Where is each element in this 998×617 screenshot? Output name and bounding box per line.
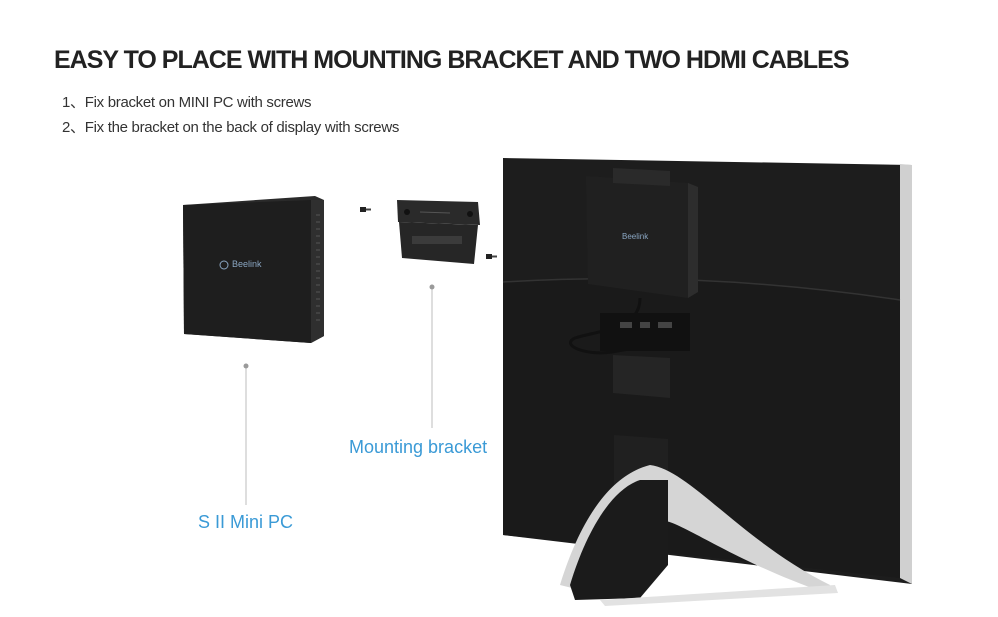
mounting-bracket-image (397, 200, 480, 264)
monitor-stand-image (560, 465, 838, 606)
step-2-text: 2、Fix the bracket on the back of display… (62, 119, 400, 136)
mini-pc-image: Beelink (183, 196, 324, 343)
screw-icon (360, 207, 371, 212)
mini-pc-label: S II Mini PC (198, 512, 294, 532)
page-heading: EASY TO PLACE WITH MOUNTING BRACKET AND … (54, 46, 850, 74)
screw-icon (486, 254, 497, 259)
mounting-bracket-label: Mounting bracket (349, 437, 488, 457)
svg-text:Beelink: Beelink (622, 232, 649, 241)
beelink-logo: Beelink (232, 259, 262, 269)
step-1-text: 1、Fix bracket on MINI PC with screws (62, 94, 312, 111)
